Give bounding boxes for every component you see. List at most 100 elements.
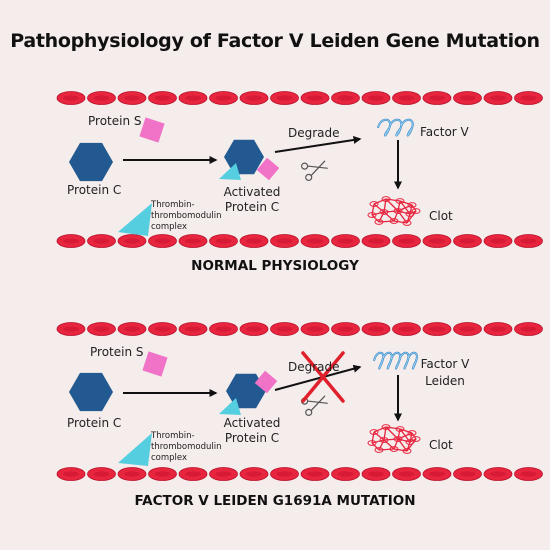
activated-label-line2: Protein C — [224, 200, 280, 214]
complex-label-line1: Thrombin- — [151, 200, 195, 210]
red-blood-cell-highlight — [368, 95, 384, 101]
clot-cell — [389, 446, 399, 452]
clot-fiber — [385, 426, 401, 430]
clot-fiber — [383, 211, 395, 222]
clot-cell — [407, 430, 417, 436]
red-blood-cell-highlight — [246, 238, 262, 244]
red-blood-cell-highlight — [520, 238, 537, 244]
red-blood-cell-highlight — [154, 238, 171, 244]
clot-cell — [374, 447, 384, 453]
protein-s-square — [139, 117, 165, 143]
red-blood-cell-highlight — [398, 326, 415, 332]
clot-cell — [369, 201, 379, 207]
clot-cell — [407, 202, 417, 208]
red-blood-cell-highlight — [429, 238, 445, 244]
red-blood-cell-highlight — [490, 326, 506, 332]
red-blood-cell-highlight — [63, 95, 79, 101]
clot-label: Clot — [429, 438, 453, 452]
factor-v-leiden-label-line2: Leiden — [425, 374, 465, 388]
scissors-blade — [310, 160, 326, 176]
scissors-blade — [310, 395, 326, 411]
red-blood-cell-row — [56, 234, 543, 248]
scissors-icon — [301, 395, 328, 417]
clot-cell — [411, 208, 421, 214]
clot-cell — [379, 437, 389, 443]
red-blood-cell-highlight — [398, 95, 415, 101]
red-blood-cell-highlight — [459, 471, 476, 477]
red-blood-cell-highlight — [124, 326, 140, 332]
clot-fiber — [393, 220, 408, 224]
protein-s-label: Protein S — [88, 114, 142, 128]
clot-fiber — [383, 439, 395, 450]
red-blood-cell-highlight — [429, 95, 445, 101]
degrade-arrow — [274, 136, 362, 153]
clot-fiber — [373, 198, 387, 205]
red-blood-cell-highlight — [459, 326, 476, 332]
red-blood-cell-highlight — [154, 326, 171, 332]
red-blood-cell-highlight — [307, 95, 323, 101]
clot-cell — [405, 439, 415, 445]
complex-label-line2: thrombomodulin — [151, 211, 222, 221]
scissors-handle — [301, 162, 309, 170]
red-blood-cell-highlight — [520, 95, 537, 101]
clot-cell — [395, 198, 405, 204]
red-blood-cell-highlight — [246, 326, 262, 332]
thrombomodulin-triangle — [118, 433, 152, 466]
red-blood-cell-highlight — [215, 238, 232, 244]
red-blood-cell-highlight — [337, 326, 354, 332]
red-blood-cell-highlight — [246, 471, 262, 477]
normal-physiology-caption: NORMAL PHYSIOLOGY — [191, 258, 359, 274]
clot-fiber — [399, 200, 413, 206]
complex-label-line2: thrombomodulin — [151, 442, 222, 452]
factor-v-coil-icon — [377, 118, 414, 137]
degrade-label: Degrade — [288, 360, 340, 374]
clot-fiber — [373, 203, 385, 213]
red-blood-cell-highlight — [368, 326, 384, 332]
clot-fiber — [383, 438, 399, 441]
clot-fiber — [393, 210, 399, 222]
scissors-blade — [307, 400, 328, 404]
red-blood-cell-highlight — [429, 471, 445, 477]
red-blood-cell-highlight — [93, 95, 110, 101]
red-blood-cell-highlight — [398, 238, 415, 244]
factor-v-leiden-coil-icon — [373, 351, 418, 370]
clot-cell — [402, 220, 412, 226]
red-blood-cell-highlight — [398, 471, 415, 477]
red-blood-cell-highlight — [215, 471, 232, 477]
clot-fiber — [411, 204, 417, 212]
red-blood-cell-highlight — [276, 95, 293, 101]
activated-label-line2: Protein C — [224, 431, 280, 445]
red-blood-cell-highlight — [490, 471, 506, 477]
red-blood-cell-highlight — [307, 471, 323, 477]
activated-protein-s-square — [256, 157, 280, 181]
red-blood-cell-highlight — [490, 95, 506, 101]
clot-fiber — [383, 210, 399, 213]
clot-cell — [367, 212, 377, 218]
activated-label-line1: Activated — [223, 185, 281, 199]
clot-fiber — [397, 438, 411, 443]
red-blood-cell-row — [56, 91, 543, 105]
red-blood-cell-highlight — [215, 326, 232, 332]
red-blood-cell-highlight — [276, 471, 293, 477]
clot-fiber — [409, 204, 413, 215]
scissors-handle — [305, 173, 313, 182]
clot-fiber — [393, 448, 408, 452]
red-blood-cell-highlight — [185, 238, 201, 244]
red-blood-cell-highlight — [276, 238, 293, 244]
clot-fiber — [397, 432, 413, 440]
scissors-icon — [301, 160, 328, 182]
red-blood-cell-highlight — [63, 238, 79, 244]
coil-strand-highlight — [377, 119, 414, 136]
clot-fiber — [373, 426, 387, 433]
red-blood-cell-highlight — [93, 238, 110, 244]
red-blood-cell-highlight — [124, 238, 140, 244]
clot-fiber — [378, 211, 385, 223]
clot-fiber — [371, 439, 385, 444]
red-blood-cell-highlight — [93, 471, 110, 477]
protein-c-label: Protein C — [67, 183, 122, 197]
clot-fiber — [393, 438, 399, 450]
clot-fiber — [371, 442, 380, 451]
red-blood-cell-highlight — [520, 471, 537, 477]
clot-cell — [411, 436, 421, 442]
